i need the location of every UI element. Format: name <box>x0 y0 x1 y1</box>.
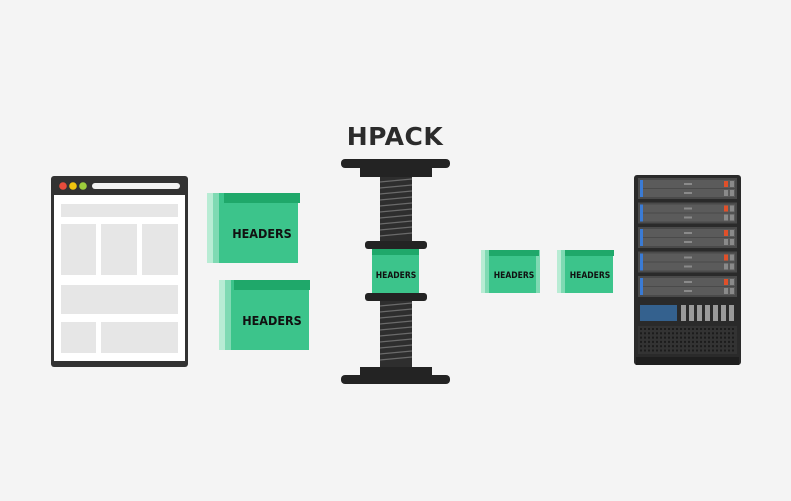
browser-address-bar <box>92 183 180 189</box>
press-icon: HEADERS <box>341 159 450 384</box>
server-rack-icon <box>634 175 741 365</box>
headers-label: HEADERS <box>376 271 417 281</box>
headers-label: HEADERS <box>232 226 292 241</box>
browser-dot-yellow <box>69 182 77 190</box>
headers-box-small-1: HEADERS <box>481 250 540 293</box>
server-unit <box>638 202 737 224</box>
browser-window-icon <box>51 176 188 367</box>
server-unit <box>638 276 737 297</box>
browser-dot-green <box>79 182 87 190</box>
server-unit <box>638 227 737 248</box>
headers-box-large-1: HEADERS <box>207 193 300 263</box>
headers-box-small-2: HEADERS <box>557 250 614 293</box>
server-unit <box>638 178 737 199</box>
browser-dot-red <box>59 182 67 190</box>
headers-label: HEADERS <box>242 313 302 328</box>
diagram-title: HPACK <box>346 122 444 151</box>
headers-label: HEADERS <box>494 271 535 281</box>
server-unit <box>638 251 737 273</box>
headers-box-large-2: HEADERS <box>219 280 310 350</box>
headers-label: HEADERS <box>570 271 611 281</box>
